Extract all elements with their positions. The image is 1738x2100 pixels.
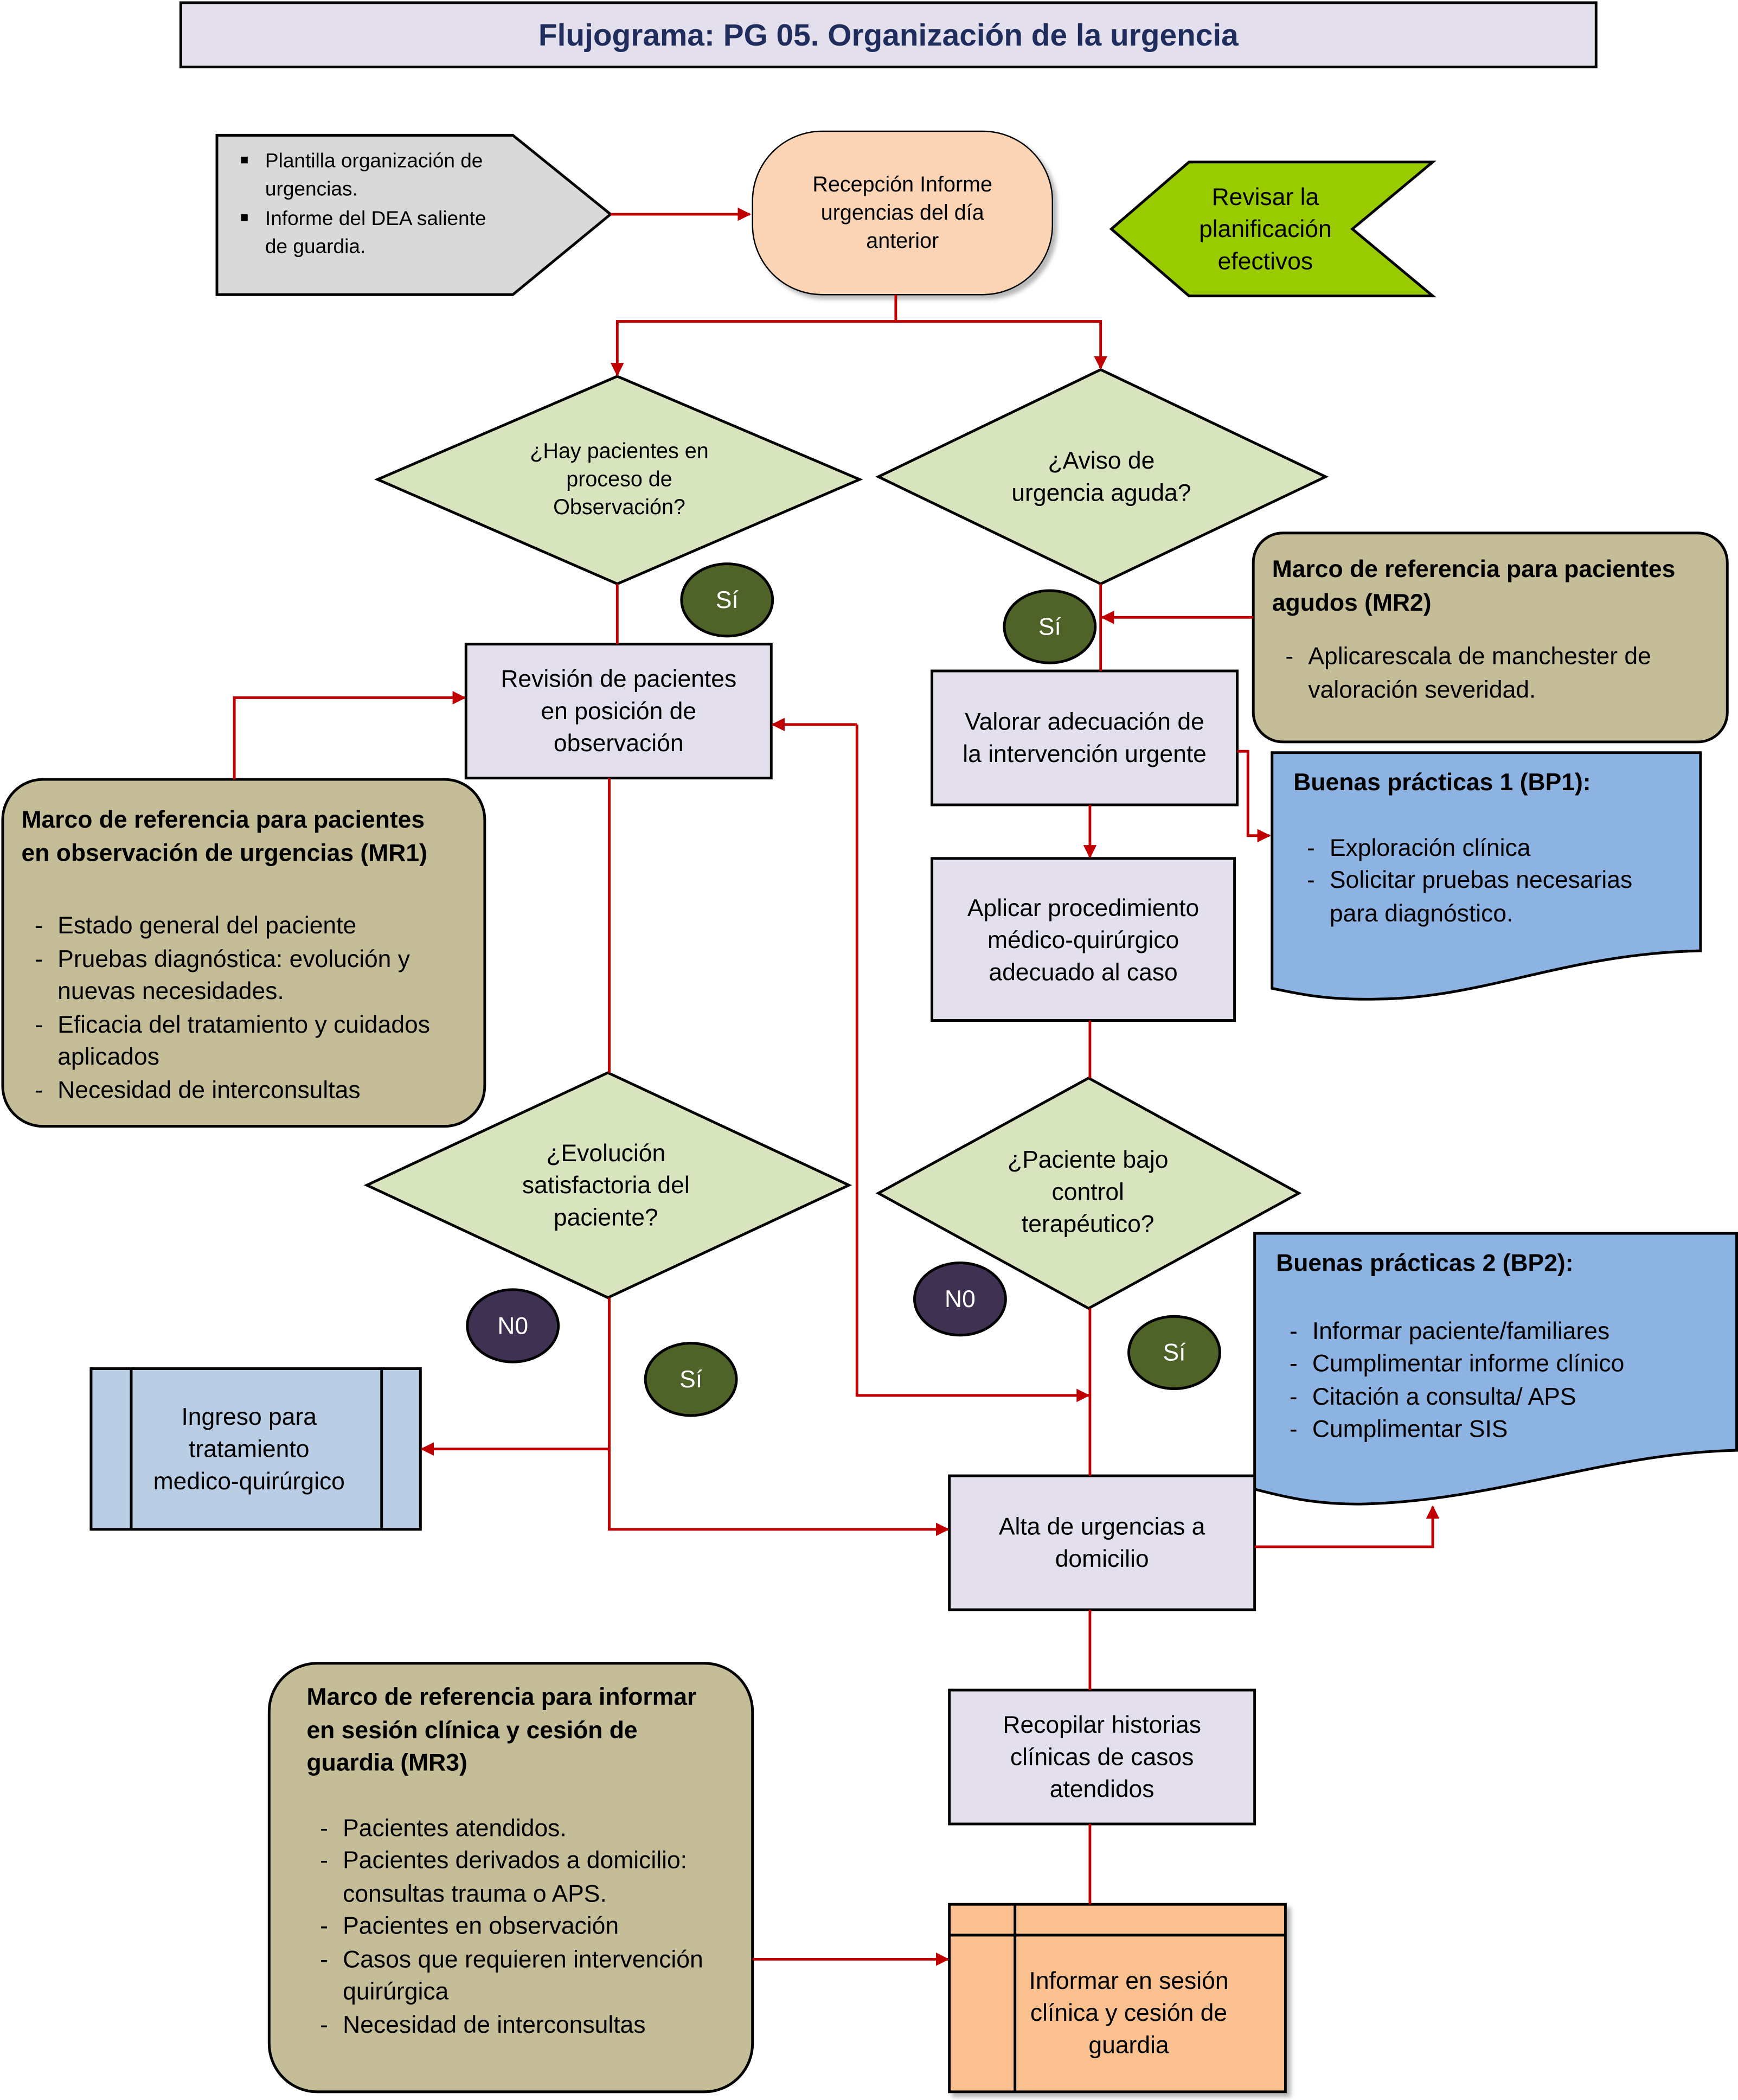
bp1-text: Buenas prácticas 1 (BP1): Exploración cl… xyxy=(1293,766,1682,929)
no-label: N0 xyxy=(944,1285,976,1312)
decision-evolution-shape xyxy=(363,1071,852,1299)
page-title: Flujograma: PG 05. Organización de la ur… xyxy=(538,17,1239,53)
title-box xyxy=(179,1,1598,68)
yes-label: Sí xyxy=(679,1365,703,1392)
yes-circle-3 xyxy=(644,1342,738,1417)
yes-circle-4 xyxy=(1127,1315,1221,1391)
yes-label: Sí xyxy=(1163,1338,1186,1366)
connectors xyxy=(233,207,1440,1966)
no-label: N0 xyxy=(497,1311,529,1339)
yes-circle-2 xyxy=(1003,589,1097,664)
yes-label: Sí xyxy=(715,586,739,613)
compile-box xyxy=(948,1688,1256,1826)
no-circle-2 xyxy=(913,1261,1007,1337)
start-terminal xyxy=(752,130,1054,296)
input-shape xyxy=(215,133,613,296)
admission-box xyxy=(89,1367,422,1531)
yes-label: Sí xyxy=(1038,612,1061,640)
no-circle-1 xyxy=(466,1288,560,1363)
review-plan-chevron xyxy=(1109,161,1436,298)
assess-box xyxy=(931,669,1239,806)
yes-circle-1 xyxy=(680,562,774,638)
apply-box xyxy=(931,857,1236,1022)
discharge-box xyxy=(948,1474,1256,1611)
bp2-text: Buenas prácticas 2 (BP2): Informar pacie… xyxy=(1276,1247,1724,1446)
decision-control-shape xyxy=(875,1076,1302,1310)
review-patients-box xyxy=(464,643,773,780)
